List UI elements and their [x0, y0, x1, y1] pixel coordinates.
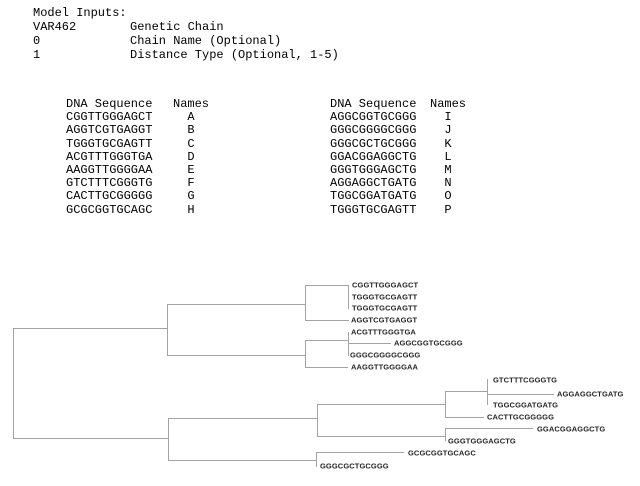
dendrogram-leaf-label: GGGCGGGGCGGG	[350, 350, 421, 360]
input-value-chain-name: 0	[33, 34, 41, 48]
sequence-cell: AGGTCGTGAGGT	[66, 123, 153, 137]
dendrogram-leaf-label: GTCTTTCGGGTG	[493, 375, 558, 385]
name-cell: A	[187, 110, 195, 124]
column-header-dna-sequence: DNA Sequence	[330, 97, 417, 111]
sequence-cell: GGGCGCTGCGGG	[330, 137, 417, 151]
input-value-variable: VAR462	[33, 20, 77, 34]
dendrogram-leaf-label: GGGTGGGAGCTG	[448, 436, 516, 446]
input-value-distance-type: 1	[33, 48, 41, 62]
name-cell: P	[444, 203, 452, 217]
dendrogram-leaf-label: GGGCGCTGCGGG	[320, 461, 389, 471]
dendrogram-leaf-label: AAGGTTGGGGAA	[351, 362, 419, 372]
name-cell: F	[187, 176, 195, 190]
column-header-names: Names	[173, 97, 210, 111]
column-header-names: Names	[430, 97, 467, 111]
name-cell: J	[444, 123, 452, 137]
dendrogram-branch	[305, 285, 306, 321]
dendrogram-branch	[348, 332, 349, 356]
sequence-cell: TGGCGGATGATG	[330, 189, 417, 203]
dendrogram-leaf-label: TGGCGGATGATG	[493, 400, 559, 410]
sequence-cell: TGGGTGCGAGTT	[66, 137, 153, 151]
dendrogram-branch	[317, 436, 446, 437]
sequence-cell: AAGGTTGGGGAA	[66, 163, 153, 177]
dendrogram-branch	[445, 417, 484, 418]
dendrogram-branch	[316, 452, 404, 453]
dendrogram-leaf-label: TGGGTGCGAGTT	[352, 292, 418, 302]
dendrogram-leaf-label: TGGGTGCGAGTT	[352, 303, 418, 313]
dendrogram-branch	[305, 367, 348, 368]
input-label-distance-type: Distance Type (Optional, 1-5)	[130, 48, 339, 62]
sequence-cell: AGGAGGCTGATG	[330, 176, 417, 190]
sequence-cell: TGGGTGCGAGTT	[330, 203, 417, 217]
dendrogram-branch	[348, 343, 391, 344]
dendrogram-branch	[445, 428, 446, 441]
dendrogram-leaf-label: AGGCGGTGCGGG	[394, 338, 463, 348]
dendrogram-branch	[168, 460, 317, 461]
name-cell: C	[187, 137, 195, 151]
name-cell: G	[187, 189, 195, 203]
dendrogram-branch	[167, 304, 306, 305]
sequence-cell: ACGTTTGGGTGA	[66, 150, 153, 164]
sequence-cell: GGGTGGGAGCTG	[330, 163, 417, 177]
dendrogram-leaf-label: CGGTTGGGAGCT	[352, 280, 419, 290]
dendrogram-branch	[167, 304, 168, 356]
dendrogram-branch	[13, 328, 168, 329]
dendrogram-branch	[305, 340, 349, 341]
sequence-cell: GGGCGGGGCGGG	[330, 123, 417, 137]
dendrogram-branch	[168, 418, 169, 461]
dendrogram-leaf-label: CACTTGCGGGGG	[487, 412, 555, 422]
name-cell: E	[187, 163, 195, 177]
name-cell: B	[187, 123, 195, 137]
dendrogram-branch	[348, 285, 349, 309]
column-header-dna-sequence: DNA Sequence	[66, 97, 153, 111]
dendrogram-branch	[167, 355, 306, 356]
dendrogram-leaf-label: AGGTCGTGAGGT	[351, 315, 418, 325]
input-label-genetic-chain: Genetic Chain	[130, 20, 224, 34]
sequence-cell: GTCTTTCGGGTG	[66, 176, 153, 190]
name-cell: L	[444, 150, 452, 164]
sequence-cell: CACTTGCGGGGG	[66, 189, 153, 203]
dendrogram-branch	[305, 285, 349, 286]
name-cell: O	[444, 189, 452, 203]
dendrogram-branch	[317, 404, 446, 405]
dendrogram-branch	[445, 428, 533, 429]
dendrogram-branch	[13, 438, 169, 439]
dendrogram-branch	[13, 328, 14, 439]
dendrogram-branch	[168, 418, 318, 419]
dendrogram-branch	[317, 404, 318, 437]
name-cell: K	[444, 137, 452, 151]
input-label-chain-name: Chain Name (Optional)	[130, 34, 282, 48]
dendrogram-branch	[316, 452, 317, 467]
dendrogram-branch	[305, 320, 349, 321]
name-cell: M	[444, 163, 452, 177]
dendrogram-leaf-label: ACGTTTGGGTGA	[351, 327, 416, 337]
sequence-cell: GGACGGAGGCTG	[330, 150, 417, 164]
name-cell: I	[444, 110, 452, 124]
dendrogram-leaf-label: GCGCGGTGCAGC	[408, 448, 476, 458]
dendrogram-leaf-label: GGACGGAGGCTG	[537, 424, 606, 434]
sequence-cell: AGGCGGTGCGGG	[330, 110, 417, 124]
name-cell: H	[187, 203, 195, 217]
dendrogram-branch	[487, 394, 554, 395]
model-inputs-title: Model Inputs:	[33, 6, 127, 20]
sequence-cell: CGGTTGGGAGCT	[66, 110, 153, 124]
sequence-cell: GCGCGGTGCAGC	[66, 203, 153, 217]
dendrogram-leaf-label: AGGAGGCTGATG	[557, 389, 624, 399]
dendrogram-branch	[305, 340, 306, 368]
name-cell: N	[444, 176, 452, 190]
dendrogram-branch	[445, 391, 446, 418]
dendrogram-branch	[445, 391, 488, 392]
name-cell: D	[187, 150, 195, 164]
dendrogram-branch	[487, 379, 488, 405]
